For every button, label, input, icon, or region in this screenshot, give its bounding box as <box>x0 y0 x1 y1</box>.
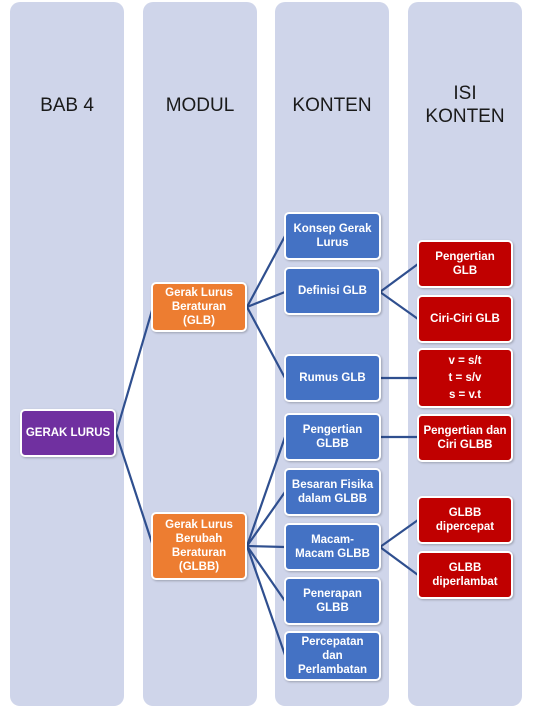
node-percepatan-perlambatan: Percepatan dan Perlambatan <box>284 631 381 681</box>
node-glb: Gerak Lurus Beraturan (GLB) <box>151 282 247 332</box>
link-glb-rumus <box>246 306 286 379</box>
column-header-konten: KONTEN <box>292 95 372 116</box>
column-header-isi-konten: ISI KONTEN <box>425 83 505 127</box>
column-modul: MODUL <box>143 2 257 706</box>
link-glbb-pengertian <box>245 436 287 547</box>
node-pengertian-glbb: Pengertian GLBB <box>284 413 381 461</box>
formula-t: t = s/v <box>448 371 482 384</box>
link-definisi-ciri <box>379 291 419 320</box>
node-macam-glbb: Macam- Macam GLBB <box>284 523 381 571</box>
node-glbb-dipercepat: GLBB dipercepat <box>417 496 513 544</box>
node-rumus-glb: Rumus GLB <box>284 354 381 402</box>
link-glb-definisi <box>246 290 286 309</box>
node-pengertian-glb: Pengertian GLB <box>417 240 513 288</box>
node-glbb-diperlambat: GLBB diperlambat <box>417 551 513 599</box>
link-root-glbb <box>114 432 155 547</box>
node-rumus-formulas: v = s/t t = s/v s = v.t <box>417 348 513 408</box>
column-bab: BAB 4 <box>10 2 124 706</box>
node-pengertian-ciri-glbb: Pengertian dan Ciri GLBB <box>417 414 513 462</box>
node-konsep-gerak-lurus: Konsep Gerak Lurus <box>284 212 381 260</box>
link-definisi-pengertian <box>379 263 419 293</box>
link-root-glb <box>114 306 155 434</box>
column-header-bab: BAB 4 <box>40 95 94 116</box>
column-header-modul: MODUL <box>165 95 235 116</box>
node-definisi-glb: Definisi GLB <box>284 267 381 315</box>
node-ciri-glb: Ciri-Ciri GLB <box>417 295 513 343</box>
link-glbb-penerapan <box>246 545 286 602</box>
link-glbb-macam <box>246 544 286 549</box>
link-macam-dipercepat <box>379 519 419 548</box>
formula-v: v = s/t <box>448 355 482 368</box>
link-glb-konsep <box>246 235 286 308</box>
node-gerak-lurus: GERAK LURUS <box>20 409 116 457</box>
link-macam-diperlambat <box>379 546 419 576</box>
node-glbb: Gerak Lurus Berubah Beraturan (GLBB) <box>151 512 247 580</box>
link-glbb-besaran <box>246 491 286 547</box>
node-penerapan-glbb: Penerapan GLBB <box>284 577 381 625</box>
link-glbb-percepatan <box>245 545 287 656</box>
formula-s: s = v.t <box>448 388 482 401</box>
node-besaran-fisika: Besaran Fisika dalam GLBB <box>284 468 381 516</box>
